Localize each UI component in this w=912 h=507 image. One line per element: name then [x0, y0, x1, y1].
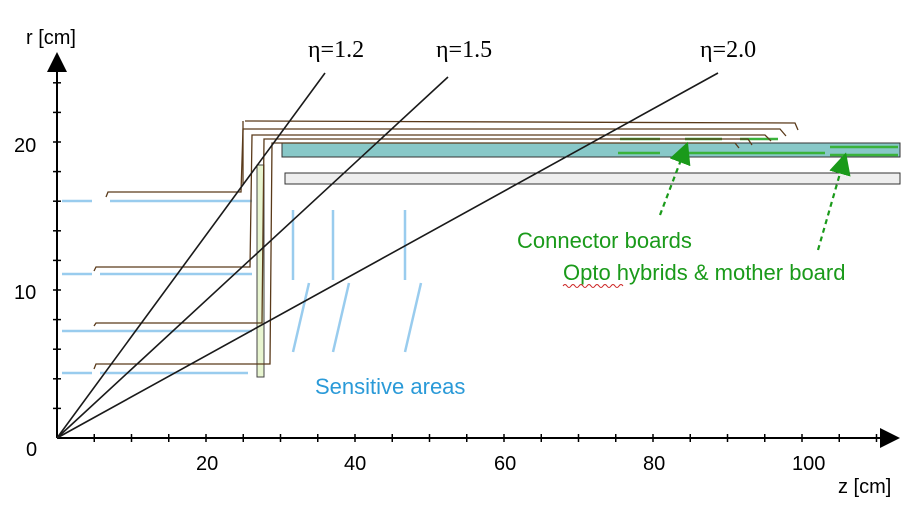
sensitive-strip [403, 282, 423, 353]
sensitive-strip [331, 282, 351, 353]
sensitive-areas [62, 199, 423, 375]
support-plate [256, 164, 265, 378]
eta-lines [56, 72, 719, 439]
sensitive-strip [291, 282, 311, 353]
eta-line-1.2 [56, 72, 326, 439]
x-tick-label-80: 80 [643, 453, 665, 475]
cable [93, 138, 753, 327]
cable [93, 142, 740, 370]
y-tick-label-20: 20 [14, 135, 36, 157]
x-axis-minor-ticks [93, 434, 878, 442]
opto-arrow [816, 152, 851, 251]
connector-arrow [658, 141, 691, 216]
eta-label-2.0: η=2.0 [700, 37, 756, 63]
axes [47, 52, 900, 448]
x-tick-label-60: 60 [494, 453, 516, 475]
x-axis-label: z [cm] [838, 476, 891, 498]
x-tick-label-40: 40 [344, 453, 366, 475]
spellcheck-underline [562, 284, 624, 288]
origin-label: 0 [26, 439, 37, 461]
cable [245, 120, 799, 131]
grey-module-board [284, 172, 901, 185]
eta-line-2 [56, 72, 719, 439]
x-tick-label-20: 20 [196, 453, 218, 475]
eta-label-1.2: η=1.2 [308, 37, 364, 63]
cable [93, 134, 772, 272]
x-tick-label-100: 100 [792, 453, 825, 475]
y-axis-label: r [cm] [26, 27, 76, 49]
sensitive-areas-label: Sensitive areas [315, 374, 465, 399]
cable-routing [93, 120, 799, 370]
opto-hybrids-label: Opto hybrids & mother board [563, 260, 845, 285]
y-tick-label-10: 10 [14, 282, 36, 304]
eta-label-1.5: η=1.5 [436, 37, 492, 63]
connector-boards-label: Connector boards [517, 228, 692, 253]
y-axis-minor-ticks [53, 82, 61, 410]
cable [105, 128, 787, 198]
eta-line-1.5 [56, 76, 449, 439]
